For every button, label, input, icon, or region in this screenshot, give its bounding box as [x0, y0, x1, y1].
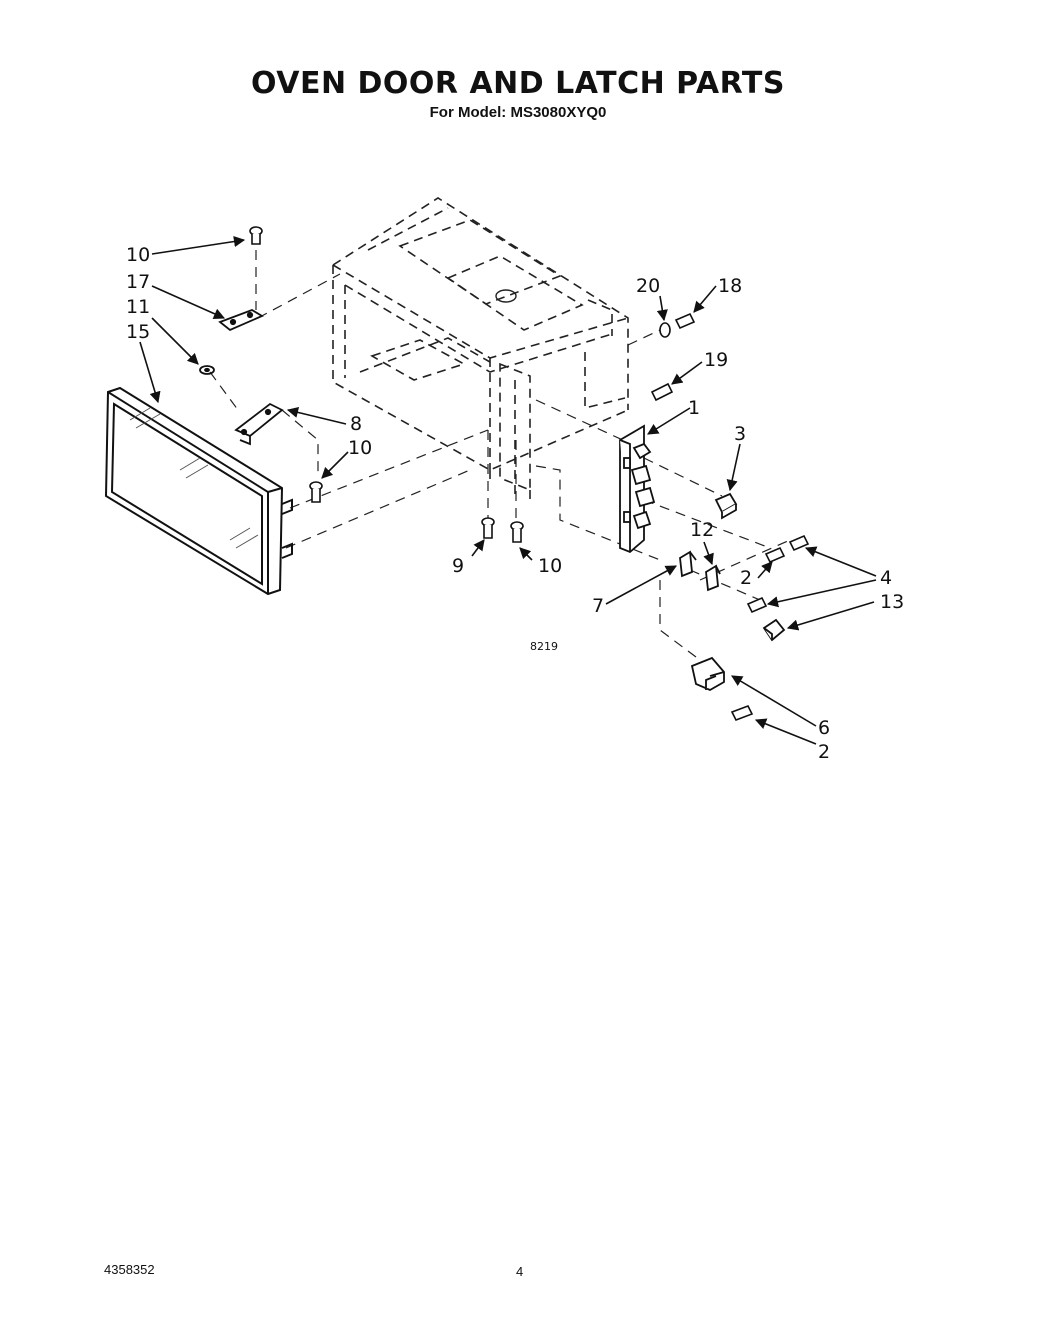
callout-11: 11 [126, 296, 150, 318]
spacer-washer [199, 365, 215, 375]
page-title: OVEN DOOR AND LATCH PARTS [251, 66, 785, 101]
callout-9: 9 [452, 555, 464, 577]
callout-8: 8 [350, 413, 362, 435]
switch-13 [762, 618, 786, 642]
callout-13: 13 [880, 591, 904, 613]
screw-4-lower [746, 596, 768, 614]
callout-18: 18 [718, 275, 742, 297]
connection-lines [209, 250, 791, 661]
callout-arrows [139, 235, 877, 745]
bracket-6 [690, 656, 725, 692]
callout-10-hinge: 10 [348, 437, 372, 459]
callout-1: 1 [688, 397, 700, 419]
actuator-7 [679, 550, 697, 578]
washer-20 [659, 322, 671, 338]
document-number: 4358352 [104, 1262, 155, 1277]
screw-2-upper [764, 546, 786, 564]
callout-12: 12 [690, 519, 714, 541]
cavity-port-outline [495, 289, 517, 303]
switch-12 [705, 564, 721, 592]
oven-door [104, 386, 293, 596]
callout-labels: 10 17 11 15 8 10 9 10 20 18 19 1 3 12 2 … [126, 244, 904, 763]
callout-20: 20 [636, 275, 660, 297]
screw-lower-hinge [309, 481, 323, 503]
callout-2-upper: 2 [740, 567, 752, 589]
latch-plate [619, 424, 656, 554]
oven-cavity-phantom [332, 197, 629, 505]
screw-10-bottom [510, 521, 524, 543]
page-number: 4 [516, 1264, 524, 1279]
callout-10-top: 10 [126, 244, 150, 266]
callout-2-lower: 2 [818, 741, 830, 763]
latch-components [679, 492, 786, 692]
screw-18 [674, 312, 696, 330]
callout-10-bottom: 10 [538, 555, 562, 577]
screw-19 [650, 382, 674, 402]
callout-19: 19 [704, 349, 728, 371]
figure-code: 8219 [530, 640, 558, 653]
callout-17: 17 [126, 271, 150, 293]
callout-15: 15 [126, 321, 150, 343]
callout-7: 7 [592, 595, 604, 617]
screws [249, 226, 810, 722]
screw-4-upper [788, 534, 810, 552]
callout-3: 3 [734, 423, 746, 445]
screw-2-lower [730, 704, 754, 722]
callout-4: 4 [880, 567, 892, 589]
lower-hinge [234, 402, 284, 446]
switch-3 [714, 492, 738, 520]
callout-6: 6 [818, 717, 830, 739]
screw-9 [481, 517, 495, 539]
screw-upper-hinge [249, 226, 263, 245]
upper-hinge [218, 309, 264, 332]
model-subtitle: For Model: MS3080XYQ0 [429, 104, 607, 121]
